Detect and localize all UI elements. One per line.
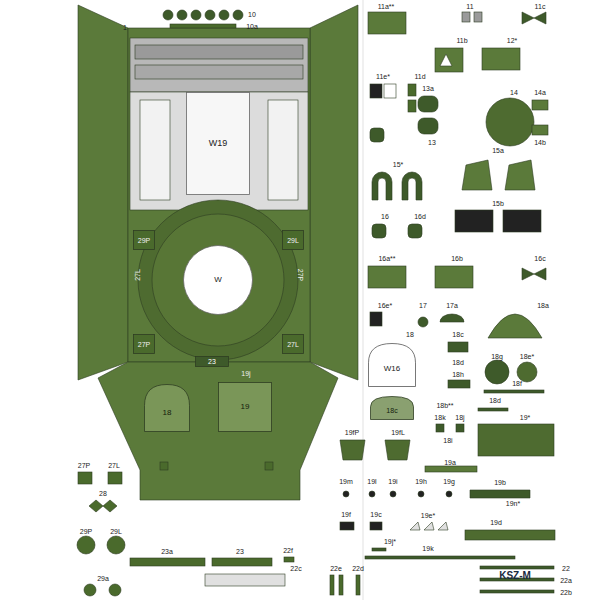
part-number: 19 [241, 403, 250, 411]
callout-number: 18j [455, 414, 464, 421]
callout-number: 27P [78, 462, 90, 469]
callout-number: 19g [443, 478, 455, 485]
callout-number: 10a [246, 23, 258, 30]
hatch-part: 19 [218, 382, 272, 432]
callout-number: 19j [241, 370, 250, 377]
callout-number: 11e* [376, 73, 390, 80]
callout-number: 16e* [378, 302, 392, 309]
callout-number: 19e* [421, 512, 435, 519]
callout-number: 22c [290, 565, 301, 572]
callout-number: 16 [381, 213, 389, 220]
callout-number: 12* [507, 37, 518, 44]
part-number: W [214, 276, 222, 284]
callout-number: 13a [422, 85, 434, 92]
callout-number: 27L [108, 462, 120, 469]
part-number: W19 [209, 139, 228, 148]
callout-number: 22f [283, 547, 293, 554]
callout-number: 19fL [391, 429, 405, 436]
callout-number: 19l [367, 478, 376, 485]
hatch-part: 18 [144, 384, 190, 432]
callout-number: 22d [352, 565, 364, 572]
callout-number: 14a [534, 89, 546, 96]
callout-number: 11b [456, 37, 467, 44]
part-number: 27L [287, 341, 299, 348]
callout-number: 18g [491, 353, 503, 360]
callout-number: 29L [110, 528, 122, 535]
callout-number: 18h [452, 371, 464, 378]
callout-number: 18b** [436, 402, 453, 409]
callout-number: 1 [123, 24, 127, 31]
callout-number: 27P [297, 269, 304, 281]
callout-number: 19n* [506, 500, 520, 507]
part-plate: 27L [282, 334, 304, 354]
callout-number: 18d [452, 359, 464, 366]
callout-number: 11d [414, 73, 425, 80]
callout-number: 14b [534, 139, 546, 146]
callout-number: 18k [434, 414, 445, 421]
part-ring: 18c [370, 396, 414, 420]
callout-number: 22a [560, 577, 572, 584]
paint-area: W19 [186, 92, 250, 195]
callout-number: 15* [393, 161, 404, 168]
callout-number: 14 [510, 89, 518, 96]
callout-number: 19f [341, 511, 351, 518]
callout-number: 18f [512, 380, 522, 387]
callout-number: 17 [419, 302, 427, 309]
callout-number: 22e [330, 565, 342, 572]
callout-number: 22 [562, 565, 570, 572]
callout-number: 16d [414, 213, 426, 220]
callout-number: 15b [492, 200, 504, 207]
part-number: 18c [386, 407, 397, 414]
part-strip: 23 [195, 356, 229, 367]
callout-number: 18 [406, 331, 414, 338]
callout-number: 29a [97, 575, 109, 582]
callout-number: 19i [388, 478, 397, 485]
part-plate: 29P [133, 230, 155, 250]
callout-number: 15a [492, 147, 504, 154]
part-number: 29L [287, 237, 299, 244]
callout-number: 19a [444, 459, 456, 466]
callout-number: 18i [443, 437, 452, 444]
part-number: 27P [138, 341, 150, 348]
part-number: 23 [208, 358, 216, 365]
callout-number: 16c [534, 255, 545, 262]
paint-area: W16 [368, 343, 416, 387]
callout-number: 23a [161, 548, 173, 555]
callout-number: 19d [490, 519, 502, 526]
callout-number: 18e* [520, 353, 534, 360]
callout-number: 18a [537, 302, 549, 309]
part-plate: 29L [282, 230, 304, 250]
callout-number: 19j* [384, 538, 396, 545]
callout-number: 19m [339, 478, 353, 485]
part-number: 18 [163, 409, 172, 417]
callout-number: 27L [134, 269, 141, 281]
callout-number: 29P [80, 528, 92, 535]
callout-number: 11 [466, 3, 473, 10]
callout-number: 19fP [345, 429, 359, 436]
part-plate: 27P [133, 334, 155, 354]
part-number: 29P [138, 237, 150, 244]
callout-number: 18c [452, 331, 463, 338]
callout-number: 16a** [378, 255, 395, 262]
callout-number: 19c [370, 511, 381, 518]
callout-number: 10 [248, 11, 256, 18]
callout-number: 19h [415, 478, 427, 485]
callout-number: 11a** [378, 3, 395, 10]
turret-opening: W [183, 245, 253, 315]
callout-number: 19* [520, 414, 531, 421]
part-number: W16 [384, 365, 400, 373]
callout-number: 13 [428, 139, 436, 146]
publisher-logo: KSZ-M [499, 571, 531, 581]
callout-number: 23 [236, 548, 244, 555]
callout-number: 19k [422, 545, 433, 552]
callout-number: 19b [494, 479, 506, 486]
callout-number: 11c [535, 3, 546, 10]
callout-number: 22b [560, 589, 572, 596]
callout-number: 18d [489, 397, 501, 404]
callout-number: 16b [451, 255, 463, 262]
callout-number: 17a [446, 302, 458, 309]
callout-number: 28 [99, 490, 107, 497]
